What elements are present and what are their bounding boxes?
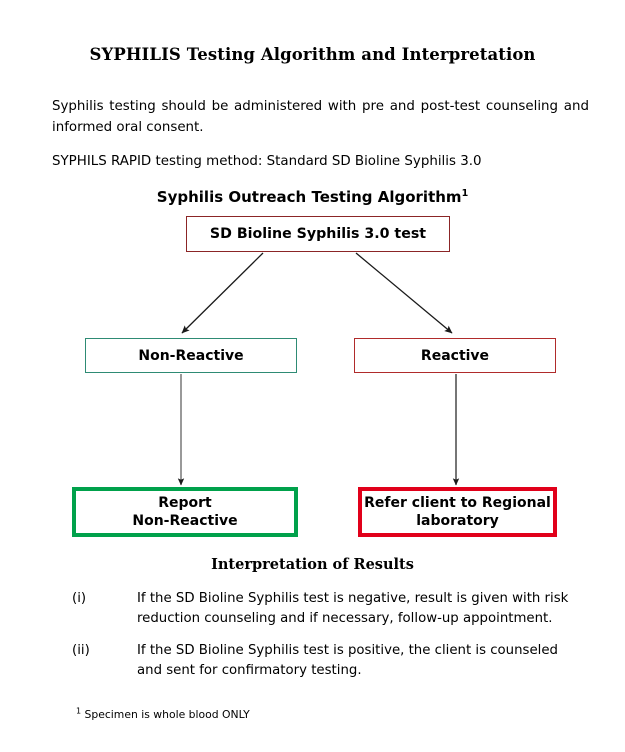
footnote: 1 Specimen is whole blood ONLY xyxy=(76,706,250,722)
flow-box-sd-bioline-test-label: SD Bioline Syphilis 3.0 test xyxy=(209,226,427,242)
list-item-text: If the SD Bioline Syphilis test is negat… xyxy=(137,591,569,626)
algorithm-subtitle-footnote-marker: 1 xyxy=(461,188,469,199)
flow-box-reactive-label: Reactive xyxy=(420,347,490,364)
flow-box-reactive: Reactive xyxy=(354,338,556,373)
method-line: SYPHILS RAPID testing method: Standard S… xyxy=(52,154,482,169)
flow-box-refer-label: Refer client to Regional laboratory xyxy=(364,494,551,530)
flow-box-refer-line1: Refer client to Regional xyxy=(364,495,551,511)
list-item: (ii) If the SD Bioline Syphilis test is … xyxy=(0,641,625,680)
flow-box-report-non-reactive-label: Report Non-Reactive xyxy=(132,494,237,530)
algorithm-subtitle: Syphilis Outreach Testing Algorithm1 xyxy=(0,188,625,206)
footnote-marker: 1 xyxy=(76,706,82,716)
interpretation-list: (i) If the SD Bioline Syphilis test is n… xyxy=(0,589,625,693)
footnote-text: Specimen is whole blood ONLY xyxy=(81,708,250,721)
intro-paragraph: Syphilis testing should be administered … xyxy=(52,99,589,135)
list-item-marker: (ii) xyxy=(72,643,90,658)
algorithm-subtitle-text: Syphilis Outreach Testing Algorithm xyxy=(156,188,462,206)
flow-box-sd-bioline-test: SD Bioline Syphilis 3.0 test xyxy=(186,216,450,252)
interpretation-heading: Interpretation of Results xyxy=(211,556,414,573)
arrow-test-to-reactive xyxy=(355,252,453,334)
list-item-text: If the SD Bioline Syphilis test is posit… xyxy=(137,643,558,678)
flow-box-refer-regional-laboratory: Refer client to Regional laboratory xyxy=(358,487,557,537)
flow-box-report-line2: Non-Reactive xyxy=(132,513,238,529)
flow-box-report-non-reactive: Report Non-Reactive xyxy=(72,487,298,537)
flow-box-report-line1: Report xyxy=(158,495,212,511)
flow-box-non-reactive-label: Non-Reactive xyxy=(138,347,244,364)
list-item: (i) If the SD Bioline Syphilis test is n… xyxy=(0,589,625,628)
flow-box-refer-line2: laboratory xyxy=(416,513,499,529)
arrow-test-to-non-reactive xyxy=(181,252,264,334)
page-title: SYPHILIS Testing Algorithm and Interpret… xyxy=(89,45,536,64)
list-item-marker: (i) xyxy=(72,591,87,606)
flow-box-non-reactive: Non-Reactive xyxy=(85,338,297,373)
